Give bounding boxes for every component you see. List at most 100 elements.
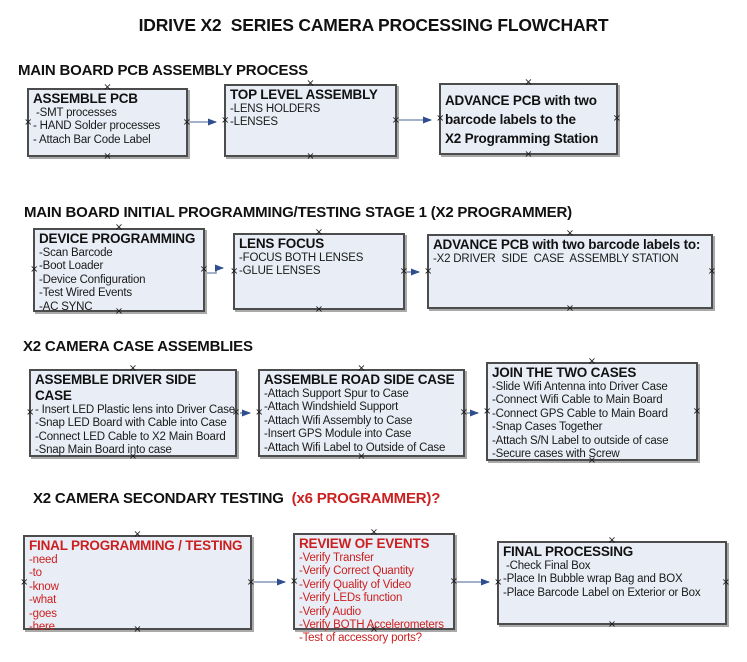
connection-handle-icon: × — [246, 576, 255, 588]
box-item: -Place Barcode Label on Exterior or Box — [503, 586, 701, 599]
box-item: -Check Final Box — [503, 560, 591, 572]
section-header-text: X2 CAMERA CASE ASSEMBLIES — [23, 338, 253, 355]
box-item: -goes — [29, 607, 57, 620]
connection-handle-icon: × — [707, 265, 716, 277]
box-title: TOP LEVEL ASSEMBLY — [230, 87, 378, 102]
box-title: ADVANCE PCB with two barcode labels to: — [433, 237, 701, 252]
connection-handle-icon: × — [221, 114, 230, 126]
connection-handle-icon: × — [391, 114, 400, 126]
box-item: -GLUE LENSES — [239, 265, 321, 278]
box-item: -Test of accessory ports? — [299, 632, 422, 645]
flow-box-advance-pcb-driver-side-station[interactable]: ADVANCE PCB with two barcode labels to: … — [424, 229, 716, 314]
box-items: -need-to-know-what-goes-here — [29, 554, 247, 634]
box-item: - Attach Bar Code Label — [33, 133, 151, 146]
box-item: -what — [29, 594, 57, 607]
connection-handle-icon: × — [399, 265, 408, 277]
connection-handle-icon: × — [612, 113, 621, 124]
flow-box-assemble-pcb[interactable]: ASSEMBLE PCB -SMT processes- HAND Solder… — [24, 83, 191, 162]
box-item: -Verify BOTH Accelerometers — [299, 619, 444, 632]
box-item: -AC SYNC — [39, 300, 93, 313]
section-header-case-assemblies: X2 CAMERA CASE ASSEMBLIES — [23, 338, 253, 355]
flow-box-final-processing[interactable]: FINAL PROCESSING -Check Final Box-Place … — [494, 536, 730, 630]
section-header-text: MAIN BOARD PCB ASSEMBLY PROCESS — [18, 62, 308, 79]
connection-handle-icon: × — [255, 407, 264, 418]
box-title: DEVICE PROGRAMMING — [39, 231, 196, 246]
connection-handle-icon: × — [494, 577, 503, 588]
box-title: ADVANCE PCB with two barcode labels to t… — [445, 93, 599, 146]
section-header-pcb-assembly: MAIN BOARD PCB ASSEMBLY PROCESS — [18, 62, 308, 79]
connection-handle-icon: × — [424, 265, 433, 277]
box-item: -know — [29, 580, 59, 593]
flow-box-top-level-assembly[interactable]: TOP LEVEL ASSEMBLY -LENS HOLDERS-LENSES … — [221, 79, 400, 162]
connection-handle-icon: × — [565, 303, 575, 314]
box-items: -Verify Transfer-Verify Correct Quantity… — [299, 552, 450, 646]
box-item: -Verify Quality of Video — [299, 578, 411, 591]
section-header-text: X2 CAMERA SECONDARY TESTING — [33, 490, 288, 507]
flow-box-assemble-driver-side-case[interactable]: ASSEMBLE DRIVER SIDE CASE - Insert LED P… — [26, 364, 240, 462]
box-items: -Scan Barcode-Boot Loader-Device Configu… — [39, 247, 200, 314]
flow-box-final-programming-testing[interactable]: FINAL PROGRAMMING / TESTING -need-to-kno… — [20, 530, 255, 635]
box-item: -Attach Support Spur to Case — [264, 388, 409, 400]
box-item: -Attach S/N Label to outside of case — [492, 434, 669, 447]
flow-box-lens-focus[interactable]: LENS FOCUS -FOCUS BOTH LENSES-GLUE LENSE… — [230, 228, 408, 315]
box-items: - Insert LED Plastic lens into Driver Ca… — [35, 404, 235, 458]
section-header-secondary-testing: X2 CAMERA SECONDARY TESTING (x6 PROGRAMM… — [33, 490, 440, 507]
box-item: -to — [29, 567, 42, 580]
box-item: -Attach Wifi Label to Outside of Case — [264, 441, 446, 454]
connection-handle-icon: × — [524, 149, 533, 160]
box-item: -Verify Audio — [299, 605, 361, 618]
box-title: FINAL PROCESSING — [503, 544, 634, 559]
box-item: -Verify Correct Quantity — [299, 565, 414, 578]
box-title: FINAL PROGRAMMING / TESTING — [29, 538, 243, 553]
connection-handle-icon: × — [26, 407, 35, 418]
connection-handle-icon: × — [103, 151, 112, 162]
box-item: -Verify Transfer — [299, 552, 374, 564]
connection-handle-icon: × — [30, 264, 39, 275]
box-item: -FOCUS BOTH LENSES — [239, 252, 364, 264]
connection-handle-icon: × — [459, 407, 468, 418]
connection-handle-icon: × — [721, 577, 730, 588]
box-item: -Attach Windshield Support — [264, 401, 399, 414]
box-items: -X2 DRIVER SIDE CASE ASSEMBLY STATION — [433, 253, 708, 266]
box-item: -X2 DRIVER SIDE CASE ASSEMBLY STATION — [433, 253, 679, 265]
box-item: -Verify LEDs function — [299, 592, 403, 605]
box-item: - Insert LED Plastic lens into Driver Ca… — [35, 404, 235, 416]
connection-handle-icon: × — [436, 113, 445, 124]
box-item: -Slide Wifi Antenna into Driver Case — [492, 381, 668, 393]
box-item: - HAND Solder processes — [33, 120, 161, 133]
flow-box-advance-pcb-programming-station[interactable]: ADVANCE PCB with two barcode labels to t… — [436, 78, 621, 160]
box-item: -SMT processes — [33, 107, 117, 119]
box-items: -Slide Wifi Antenna into Driver Case -Con… — [492, 381, 693, 461]
box-item: -Attach Wifi Assembly to Case — [264, 414, 413, 427]
box-item: -here — [29, 621, 55, 634]
flow-arrow-3 — [207, 264, 224, 274]
section-header-red-note: (x6 PROGRAMMER)? — [287, 490, 441, 507]
box-item: -Snap LED Board with Cable into Case — [35, 417, 227, 430]
connection-handle-icon: × — [20, 576, 29, 588]
box-item: -Connect LED Cable to X2 Main Board — [35, 430, 226, 443]
box-item: -Secure cases with Screw — [492, 448, 620, 461]
box-item: -Scan Barcode — [39, 247, 113, 259]
box-items: -LENS HOLDERS-LENSES — [230, 103, 392, 130]
box-title: ASSEMBLE ROAD SIDE CASE — [264, 372, 455, 387]
box-item: -Connect GPS Cable to Main Board — [492, 407, 668, 420]
connection-handle-icon: × — [199, 264, 208, 275]
box-title: ASSEMBLE DRIVER SIDE CASE — [35, 372, 197, 403]
connection-handle-icon: × — [230, 265, 239, 277]
box-item: -Device Configuration — [39, 273, 146, 286]
box-title: REVIEW OF EVENTS — [299, 536, 430, 551]
connection-handle-icon: × — [306, 151, 315, 162]
box-items: -FOCUS BOTH LENSES-GLUE LENSES — [239, 252, 400, 279]
box-item: -need — [29, 554, 58, 566]
box-item: -Place In Bubble wrap Bag and BOX — [503, 573, 683, 586]
flow-box-join-the-two-cases[interactable]: JOIN THE TWO CASES -Slide Wifi Antenna i… — [483, 357, 701, 466]
connection-handle-icon: × — [24, 116, 33, 128]
page-title: IDRIVE X2 SERIES CAMERA PROCESSING FLOWC… — [138, 15, 609, 35]
flow-box-device-programming[interactable]: DEVICE PROGRAMMING -Scan Barcode-Boot Lo… — [30, 223, 208, 317]
flow-box-review-of-events[interactable]: REVIEW OF EVENTS -Verify Transfer-Verify… — [290, 528, 458, 645]
connection-handle-icon: × — [483, 405, 492, 417]
connection-handle-icon: × — [314, 304, 324, 315]
box-title: ASSEMBLE PCB — [33, 91, 138, 106]
flow-box-assemble-road-side-case[interactable]: ASSEMBLE ROAD SIDE CASE -Attach Support … — [255, 364, 468, 462]
box-item: -LENSES — [230, 116, 278, 129]
